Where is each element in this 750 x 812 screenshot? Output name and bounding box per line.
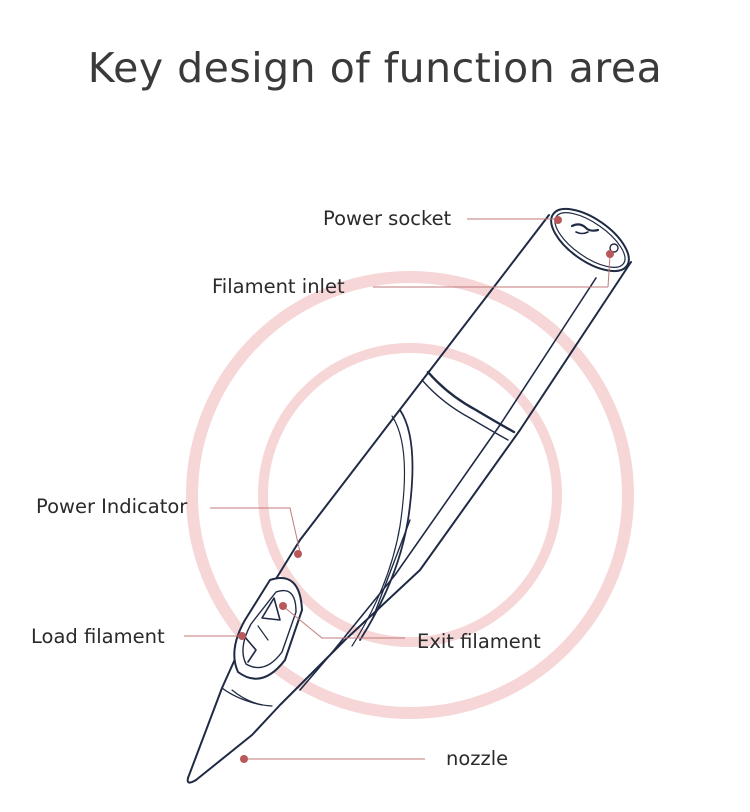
pen-tip	[186, 777, 197, 784]
button-panel	[233, 577, 303, 680]
callout-dots	[238, 216, 614, 763]
dot-load-filament	[238, 632, 246, 640]
label-filament-inlet: Filament inlet	[212, 275, 345, 298]
leader-lines	[184, 218, 611, 760]
pen-top-cap	[550, 207, 630, 273]
dot-nozzle	[240, 755, 248, 763]
label-power-indicator: Power Indicator	[36, 495, 188, 518]
outer-ring	[186, 271, 634, 719]
label-nozzle: nozzle	[446, 747, 509, 770]
dot-filament-inlet	[606, 250, 614, 258]
background-rings	[186, 271, 634, 719]
page-title: Key design of function area	[87, 44, 663, 92]
label-power-socket: Power socket	[323, 207, 452, 230]
label-load-filament: Load filament	[31, 625, 165, 648]
grip-band	[426, 370, 516, 434]
inner-ring	[258, 343, 562, 647]
dot-power-socket	[554, 216, 562, 224]
dot-exit-filament	[279, 602, 287, 610]
pen-right-edge	[195, 261, 632, 781]
label-exit-filament: Exit filament	[417, 630, 541, 653]
pen-body	[186, 207, 632, 784]
dot-power-indicator	[294, 550, 302, 558]
